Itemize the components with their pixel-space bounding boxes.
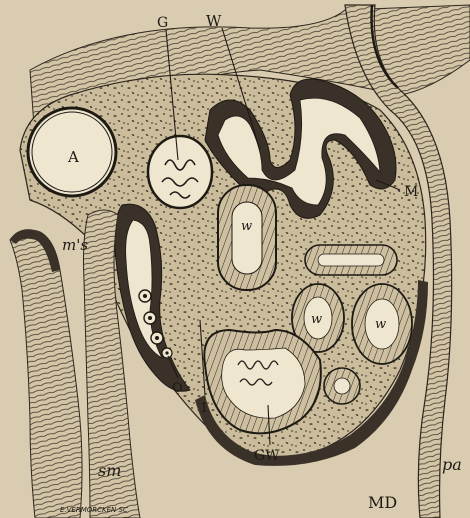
- label-o: O: [172, 381, 183, 396]
- label-w2: w: [311, 312, 322, 327]
- label-ms: m's: [62, 236, 88, 254]
- label-1: 1: [200, 401, 208, 416]
- gland-small-round: [324, 368, 360, 404]
- gland-g: [148, 136, 212, 208]
- label-gw: GW: [254, 448, 280, 464]
- label-a: A: [67, 148, 79, 166]
- gland-w-upper: [218, 185, 276, 290]
- label-w1: w: [241, 219, 252, 234]
- gland-horizontal: [305, 245, 397, 275]
- label-g: G: [157, 15, 168, 31]
- label-md: MD: [368, 493, 397, 512]
- label-pa: pa: [442, 455, 462, 474]
- engraver-signature: E.VERMORCKEN SC: [60, 506, 128, 514]
- label-w3: w: [375, 317, 386, 332]
- label-sm: sm: [98, 461, 121, 480]
- label-w-top: W: [206, 12, 222, 30]
- label-m: M: [404, 184, 418, 200]
